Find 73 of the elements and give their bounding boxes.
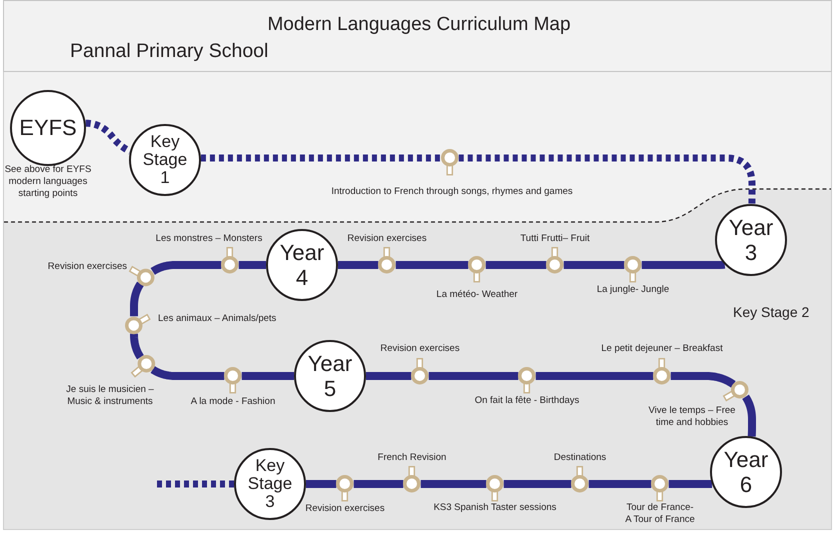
route-line [130, 331, 144, 360]
caption-text: See above for EYFS modern languages starting points [4, 164, 92, 200]
topic-label: Vive le temps – Free time and hobbies [648, 405, 736, 429]
station-icon [468, 256, 486, 283]
route-line [428, 372, 518, 380]
topic-label: Revision exercises [380, 343, 460, 355]
route-line [486, 261, 546, 269]
route-line [668, 480, 712, 488]
route-line [504, 480, 572, 488]
topic-label: Revision exercises [305, 503, 385, 515]
topic-label: Je suis le musicien – Music & instruments [65, 384, 155, 408]
stage-label: EYFS [19, 116, 77, 140]
route-line [242, 372, 294, 380]
route-line [354, 480, 404, 488]
year-label: Year 5 [306, 350, 354, 402]
diagram-title: Modern Languages Curriculum Map [267, 13, 571, 36]
topic-label: On fait la fête - Birthdays [474, 395, 580, 407]
station-icon [403, 466, 421, 493]
station-icon [411, 358, 429, 385]
station-icon [441, 149, 459, 176]
topic-label: La météo- Weather [436, 289, 518, 301]
school-name: Pannal Primary School [70, 40, 268, 63]
route-line [366, 372, 412, 380]
station-icon [378, 247, 396, 274]
topic-label: Le petit dejeuner – Breakfast [601, 343, 723, 355]
stage-label: Key Stage 1 [142, 133, 188, 187]
topic-label: Destinations [554, 452, 606, 464]
station-icon [336, 475, 354, 502]
route-line [420, 480, 486, 488]
dotted-route-line [200, 154, 442, 162]
station-icon [125, 314, 151, 334]
topic-label: A la mode - Fashion [190, 396, 276, 408]
route-line [670, 372, 737, 388]
route-line [588, 480, 652, 488]
station-icon [221, 247, 239, 274]
station-icon [653, 358, 671, 385]
station-icon [651, 475, 669, 502]
station-icon [129, 266, 155, 286]
route-line [642, 260, 726, 269]
dotted-route-line [155, 480, 234, 488]
station-icon [224, 367, 242, 394]
station-icon [518, 367, 536, 394]
topic-label: KS3 Spanish Taster sessions [434, 502, 556, 514]
route-line [238, 261, 266, 269]
route-line [536, 372, 654, 380]
station-icon [546, 247, 564, 274]
year-label: Year 3 [728, 214, 774, 266]
route-line [150, 366, 224, 380]
station-icon [486, 475, 504, 502]
topic-label: La jungle- Jungle [596, 284, 670, 296]
topic-label: Revision exercises [48, 261, 127, 273]
topic-label: Introduction to French through songs, rhymes and games [331, 186, 573, 198]
station-icon [624, 256, 642, 283]
station-icon [130, 355, 155, 378]
route-line [564, 261, 624, 269]
station-icon [571, 466, 589, 493]
dotted-route-line [458, 154, 756, 206]
year-label: Year 4 [278, 240, 326, 290]
year-label: Year 6 [722, 446, 770, 498]
route-line [130, 281, 144, 316]
topic-label: Les animaux – Animals/pets [158, 313, 276, 325]
route-line [396, 261, 468, 269]
region-label: Key Stage 2 [733, 304, 810, 321]
topic-label: Tutti Frutti– Fruit [520, 233, 590, 245]
route-line [150, 261, 222, 275]
route-line [338, 261, 378, 269]
topic-label: French Revision [378, 452, 446, 464]
route-line [306, 480, 336, 488]
stage-label: Key Stage 3 [246, 457, 294, 511]
topic-label: Les monstres – Monsters [156, 233, 262, 245]
station-icon [723, 381, 749, 402]
topic-label: Tour de France- A Tour of France [624, 502, 696, 526]
topic-label: Revision exercises [347, 233, 427, 245]
